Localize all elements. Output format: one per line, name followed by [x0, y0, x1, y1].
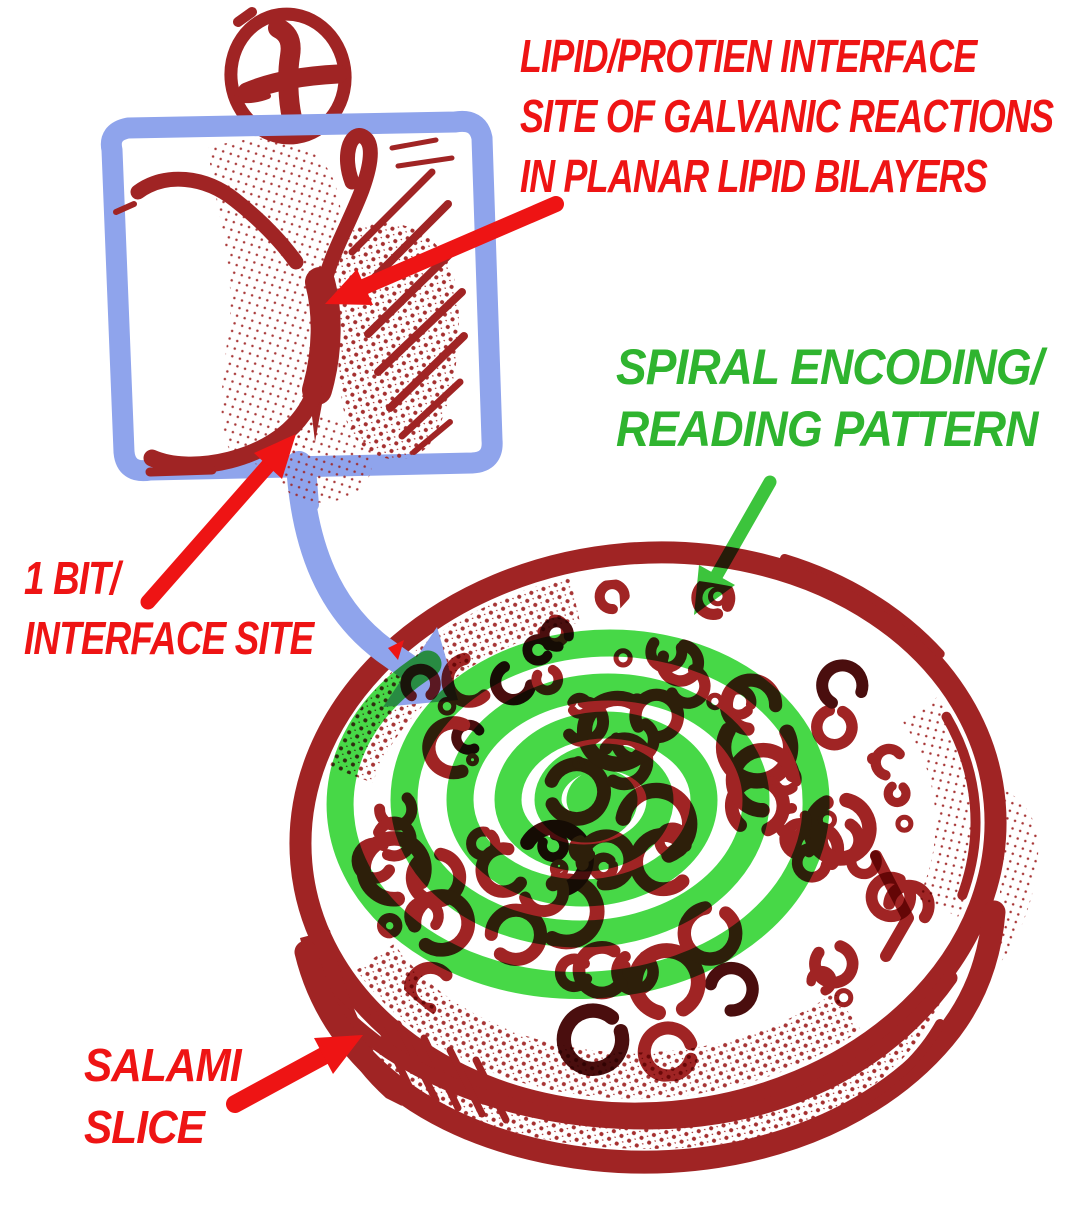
salami-outer-ring	[289, 541, 1007, 1125]
fat-blob	[595, 732, 654, 791]
fat-blob	[522, 634, 554, 666]
fat-blob	[466, 826, 501, 861]
fat-blob	[704, 961, 759, 1017]
label-spiral-encoding: SPIRAL ENCODING/ READING PATTERN	[616, 336, 1044, 460]
fat-blob	[764, 776, 779, 790]
fat-blob	[568, 834, 597, 864]
fat-blob	[629, 688, 685, 744]
fat-blob	[556, 1003, 630, 1076]
label-line: INTERFACE SITE	[24, 612, 314, 664]
label-line: LIPID/PROTIEN INTERFACE	[520, 30, 977, 82]
fat-blob	[656, 639, 705, 687]
fat-blob	[719, 673, 783, 736]
label-line: SPIRAL ENCODING/	[616, 339, 1044, 395]
fat-blob	[816, 815, 865, 865]
label-line: SLICE	[84, 1101, 205, 1153]
plus-circle-icon	[224, 7, 352, 145]
fat-blob	[528, 873, 605, 950]
fat-blob	[589, 852, 619, 882]
bilayer-sketch	[113, 128, 468, 503]
fat-blob	[613, 648, 633, 668]
label-line: SITE OF GALVANIC REACTIONS	[520, 90, 1054, 142]
label-line: IN PLANAR LIPID BILAYERS	[520, 150, 988, 202]
label-line: SALAMI	[84, 1039, 242, 1091]
fat-blob	[628, 693, 646, 711]
fat-blob	[572, 941, 631, 1000]
fat-blob	[834, 988, 854, 1008]
membrane-panel	[100, 110, 503, 503]
fat-blob	[637, 1021, 699, 1082]
fat-blob	[377, 912, 403, 939]
fat-blob	[725, 742, 801, 818]
fat-blob	[594, 579, 630, 615]
label-one-bit-per-site: 1 BIT/ INTERFACE SITE	[24, 548, 314, 668]
fat-blob	[489, 658, 537, 706]
fat-blob	[437, 697, 457, 716]
red-arrow-interface	[325, 196, 564, 305]
fat-blob	[867, 752, 880, 765]
fat-blob	[484, 903, 548, 966]
fat-blob	[515, 819, 594, 899]
fat-blob	[629, 827, 698, 897]
red-arrow-bit-site	[140, 434, 296, 610]
fat-blob	[531, 663, 564, 696]
fat-blob	[371, 816, 417, 862]
fat-blob	[554, 953, 594, 993]
rind-hatching	[368, 1006, 510, 1124]
label-line: 1 BIT/	[24, 552, 120, 604]
fat-blob	[422, 716, 486, 780]
red-arrow-salami	[226, 1035, 363, 1113]
protein-channel	[302, 267, 341, 405]
fat-blob	[400, 663, 441, 705]
fat-blob	[441, 652, 497, 708]
hatch-lines	[348, 137, 468, 455]
fat-blob	[572, 756, 585, 769]
fat-blob	[895, 814, 914, 833]
fat-blob	[883, 879, 935, 932]
small-red-mark	[388, 640, 404, 660]
fat-blob	[356, 831, 432, 907]
label-line: READING PATTERN	[616, 401, 1038, 457]
fat-blob	[403, 961, 458, 1016]
fat-blob	[627, 943, 706, 1022]
fat-blob	[809, 939, 859, 989]
fat-blob	[706, 692, 724, 711]
fat-blob	[404, 896, 444, 936]
label-salami-slice: SALAMI SLICE	[84, 1034, 242, 1158]
fat-blob	[575, 829, 637, 891]
fat-blob	[542, 757, 611, 826]
fat-blob	[466, 753, 479, 767]
fat-blob	[883, 780, 911, 808]
fat-blob	[615, 782, 698, 866]
fat-blob	[817, 810, 838, 830]
fat-blob-layer	[351, 578, 935, 1082]
fat-blob	[677, 900, 743, 966]
fat-blob	[549, 859, 569, 879]
fat-blob	[811, 703, 858, 751]
blue-frame	[100, 110, 503, 482]
green-arrow-spiral	[694, 475, 777, 615]
fat-blob	[610, 715, 660, 765]
fat-blob	[537, 830, 569, 863]
label-lipid-protein-interface: LIPID/PROTIEN INTERFACE SITE OF GALVANIC…	[520, 26, 1054, 206]
fat-blob	[773, 802, 812, 842]
salami-rind	[294, 900, 1006, 1174]
fat-blob	[816, 659, 869, 712]
